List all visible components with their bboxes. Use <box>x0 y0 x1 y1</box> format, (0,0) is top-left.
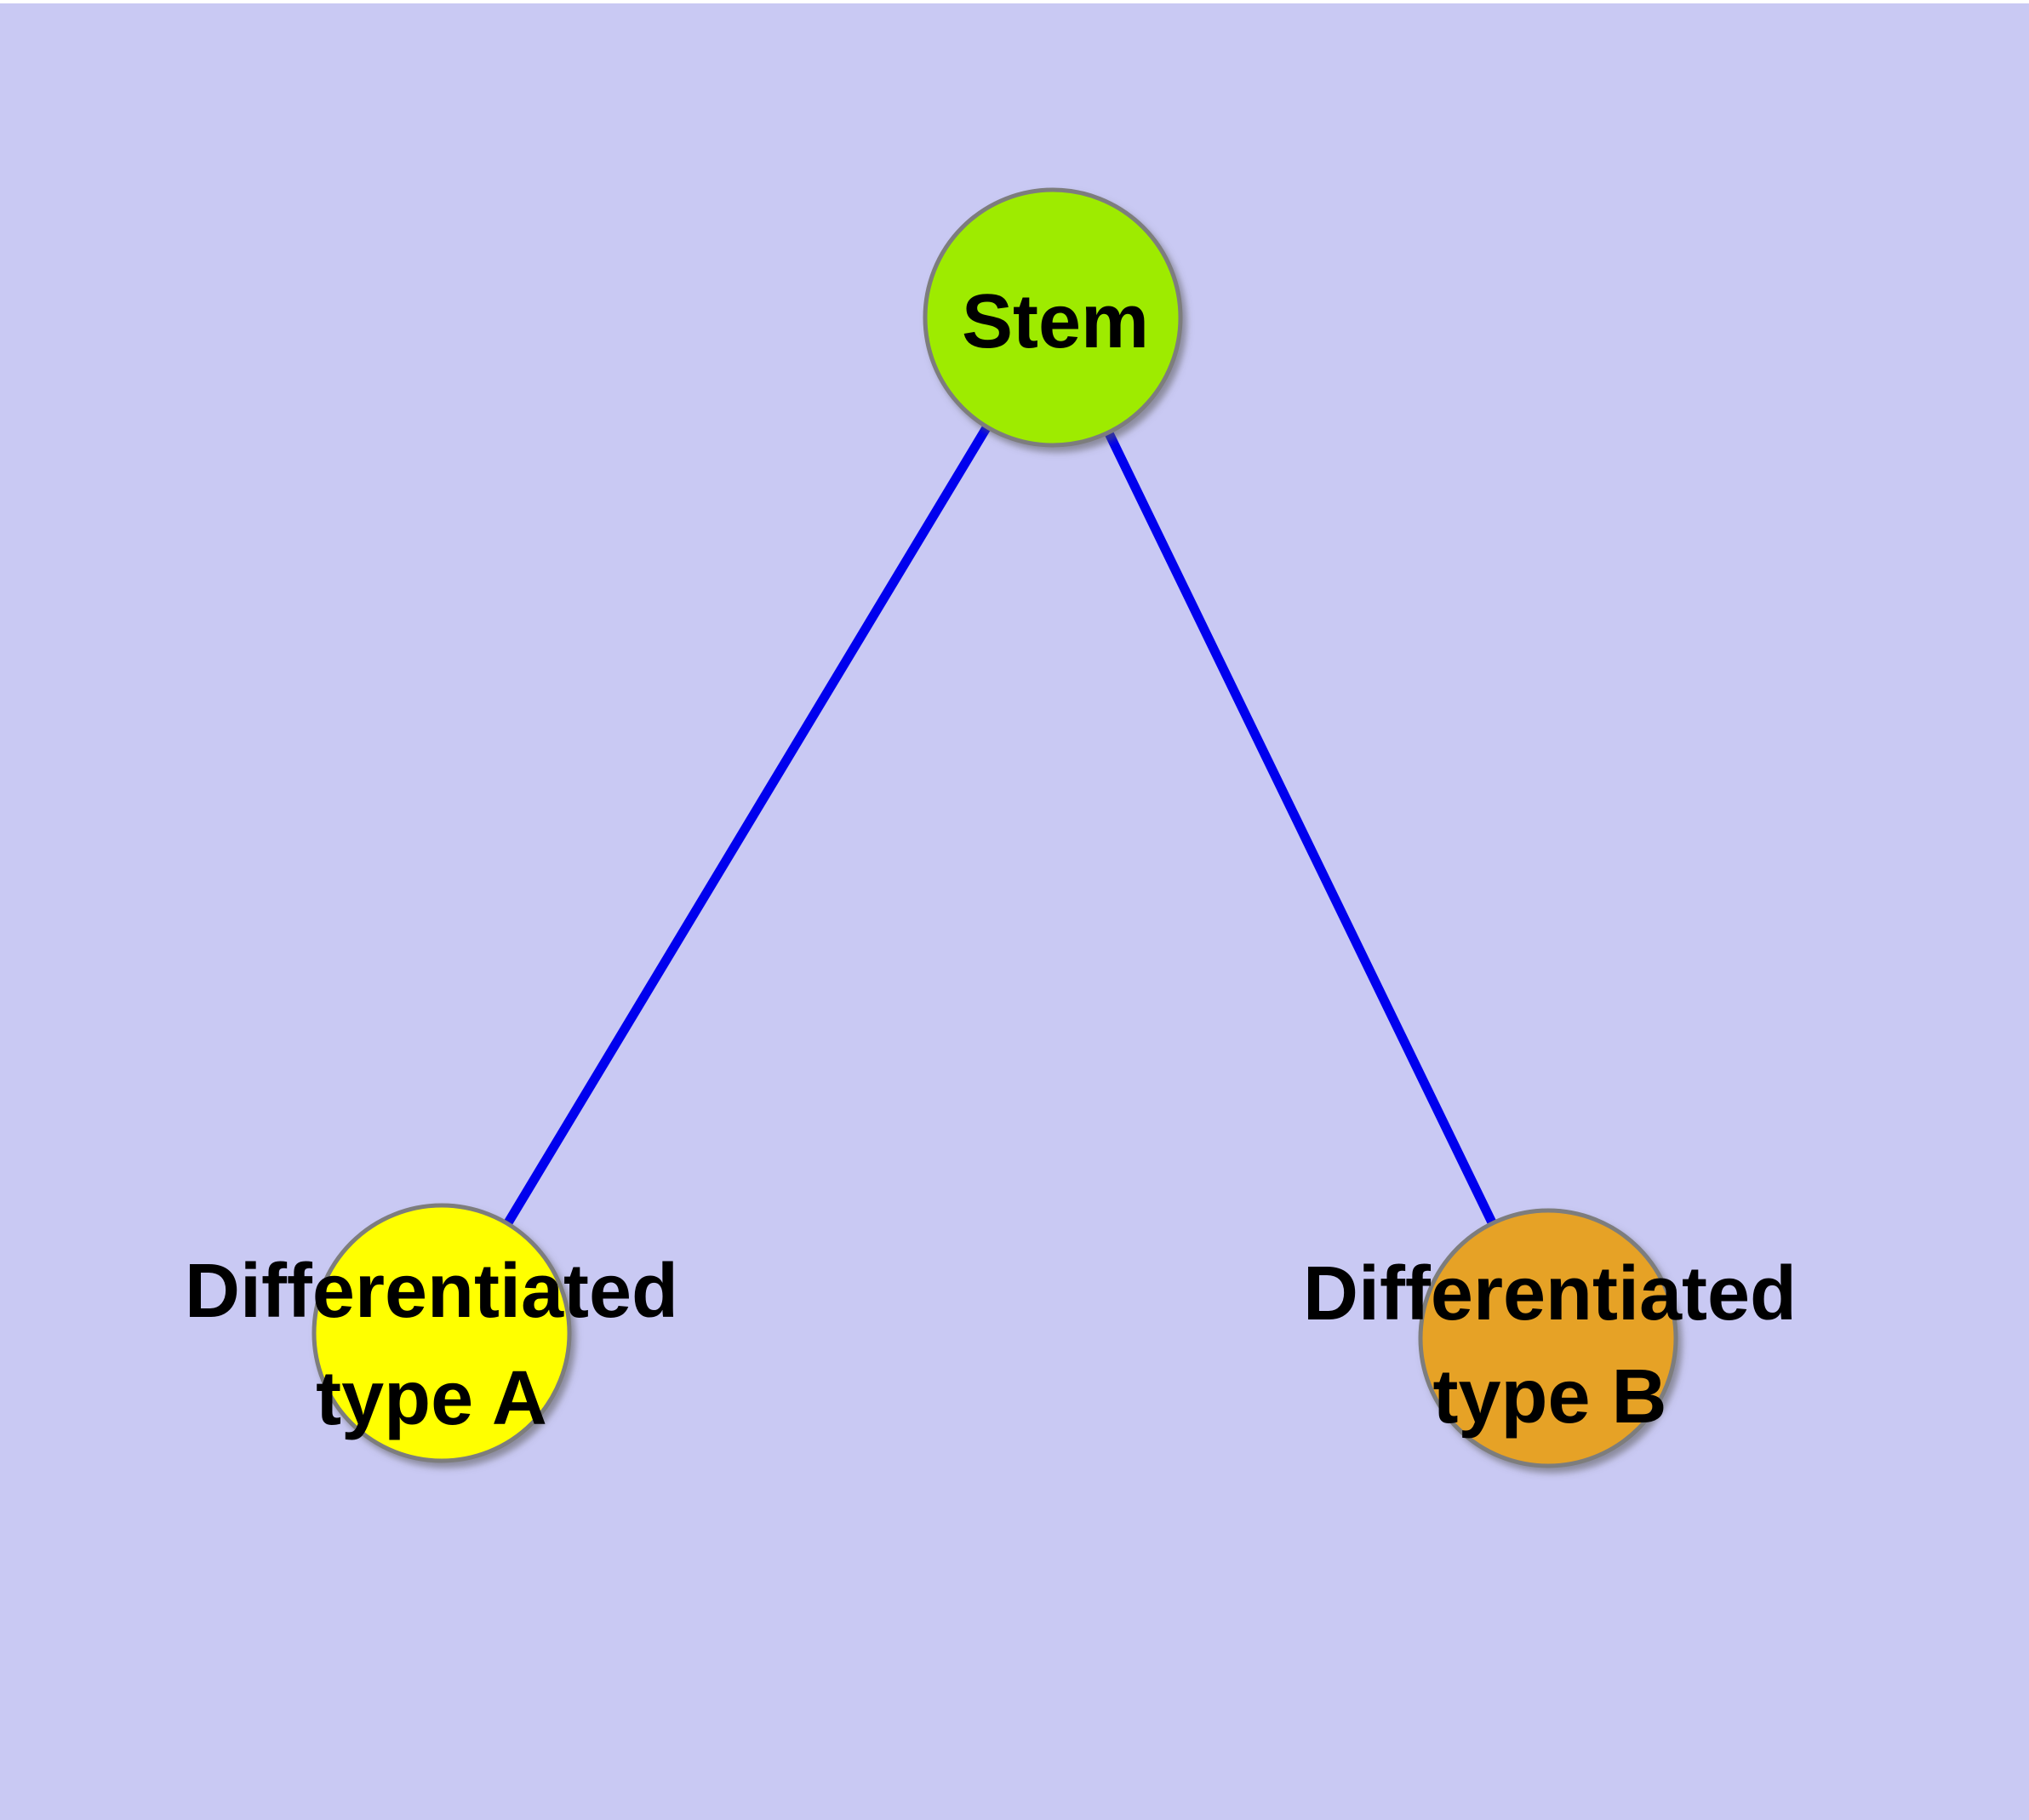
node-type-b-label-line1: Differentiated <box>1303 1251 1797 1336</box>
node-stem-circle <box>923 187 1183 448</box>
node-type-a-label-line1: Differentiated <box>185 1249 678 1334</box>
node-type-a-label-line2: type A <box>316 1356 547 1441</box>
node-type-b-label-line2: type B <box>1432 1354 1666 1439</box>
node-stem-label: Stem <box>962 279 1149 364</box>
canvas-top-strip <box>0 0 2029 3</box>
edge-stem-to-type-b <box>1049 315 1552 1341</box>
node-type-b-circle <box>1418 1208 1678 1468</box>
node-type-a-circle <box>311 1203 572 1463</box>
edge-stem-to-type-a <box>437 315 1057 1336</box>
